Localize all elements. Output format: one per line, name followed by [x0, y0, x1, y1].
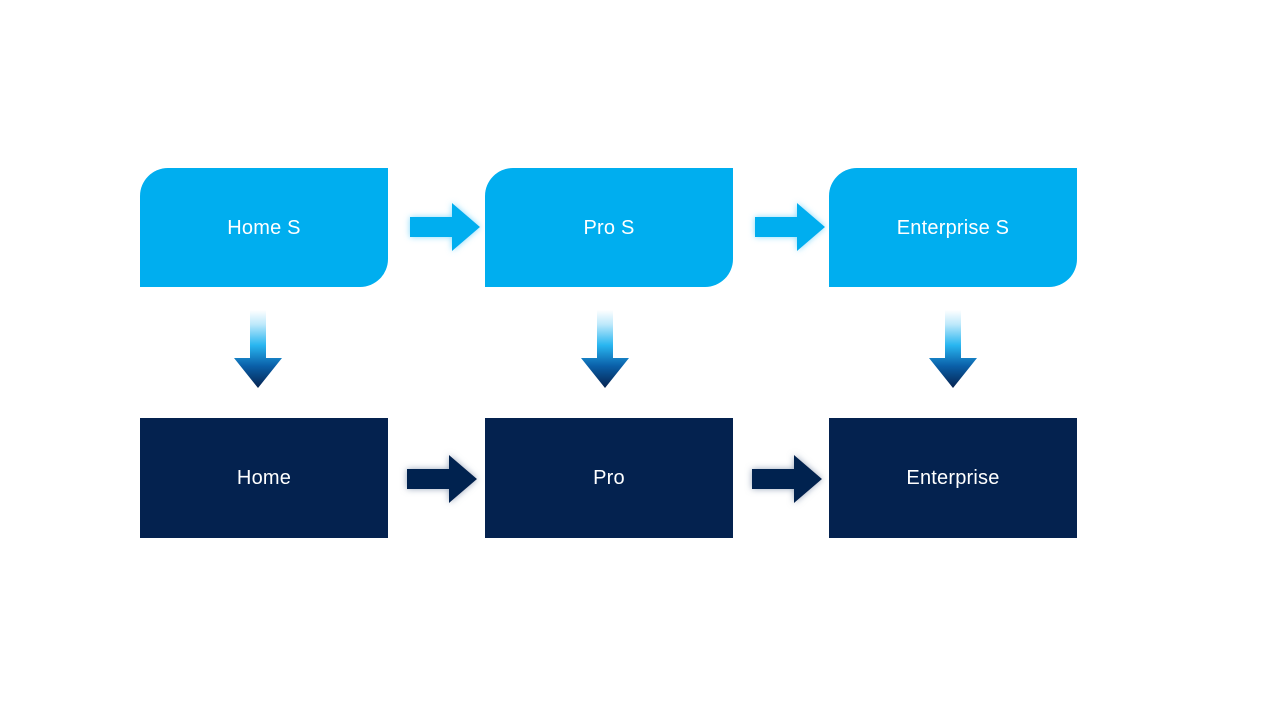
node-enterprise[interactable]: Enterprise	[829, 418, 1077, 538]
node-label-enterprise: Enterprise	[906, 467, 1000, 489]
arrow-home-to-pro	[405, 452, 479, 506]
arrow-pro-s-to-pro	[577, 310, 633, 390]
node-label-enterprise-s: Enterprise S	[896, 216, 1010, 239]
arrow-enterprise-s-to-enterprise	[925, 310, 981, 390]
node-label-home-s: Home S	[227, 216, 301, 239]
node-home[interactable]: Home	[140, 418, 388, 538]
arrow-home-s-to-home	[230, 310, 286, 390]
node-label-pro-s: Pro S	[583, 216, 635, 239]
arrow-pro-to-enterprise	[750, 452, 824, 506]
arrow-home-s-to-pro-s	[408, 200, 482, 254]
node-label-pro: Pro	[593, 467, 625, 489]
arrow-pro-s-to-enterprise-s	[753, 200, 827, 254]
node-pro-s[interactable]: Pro S	[485, 168, 733, 287]
node-home-s[interactable]: Home S	[140, 168, 388, 287]
node-enterprise-s[interactable]: Enterprise S	[829, 168, 1077, 287]
node-pro[interactable]: Pro	[485, 418, 733, 538]
node-label-home: Home	[236, 467, 292, 489]
